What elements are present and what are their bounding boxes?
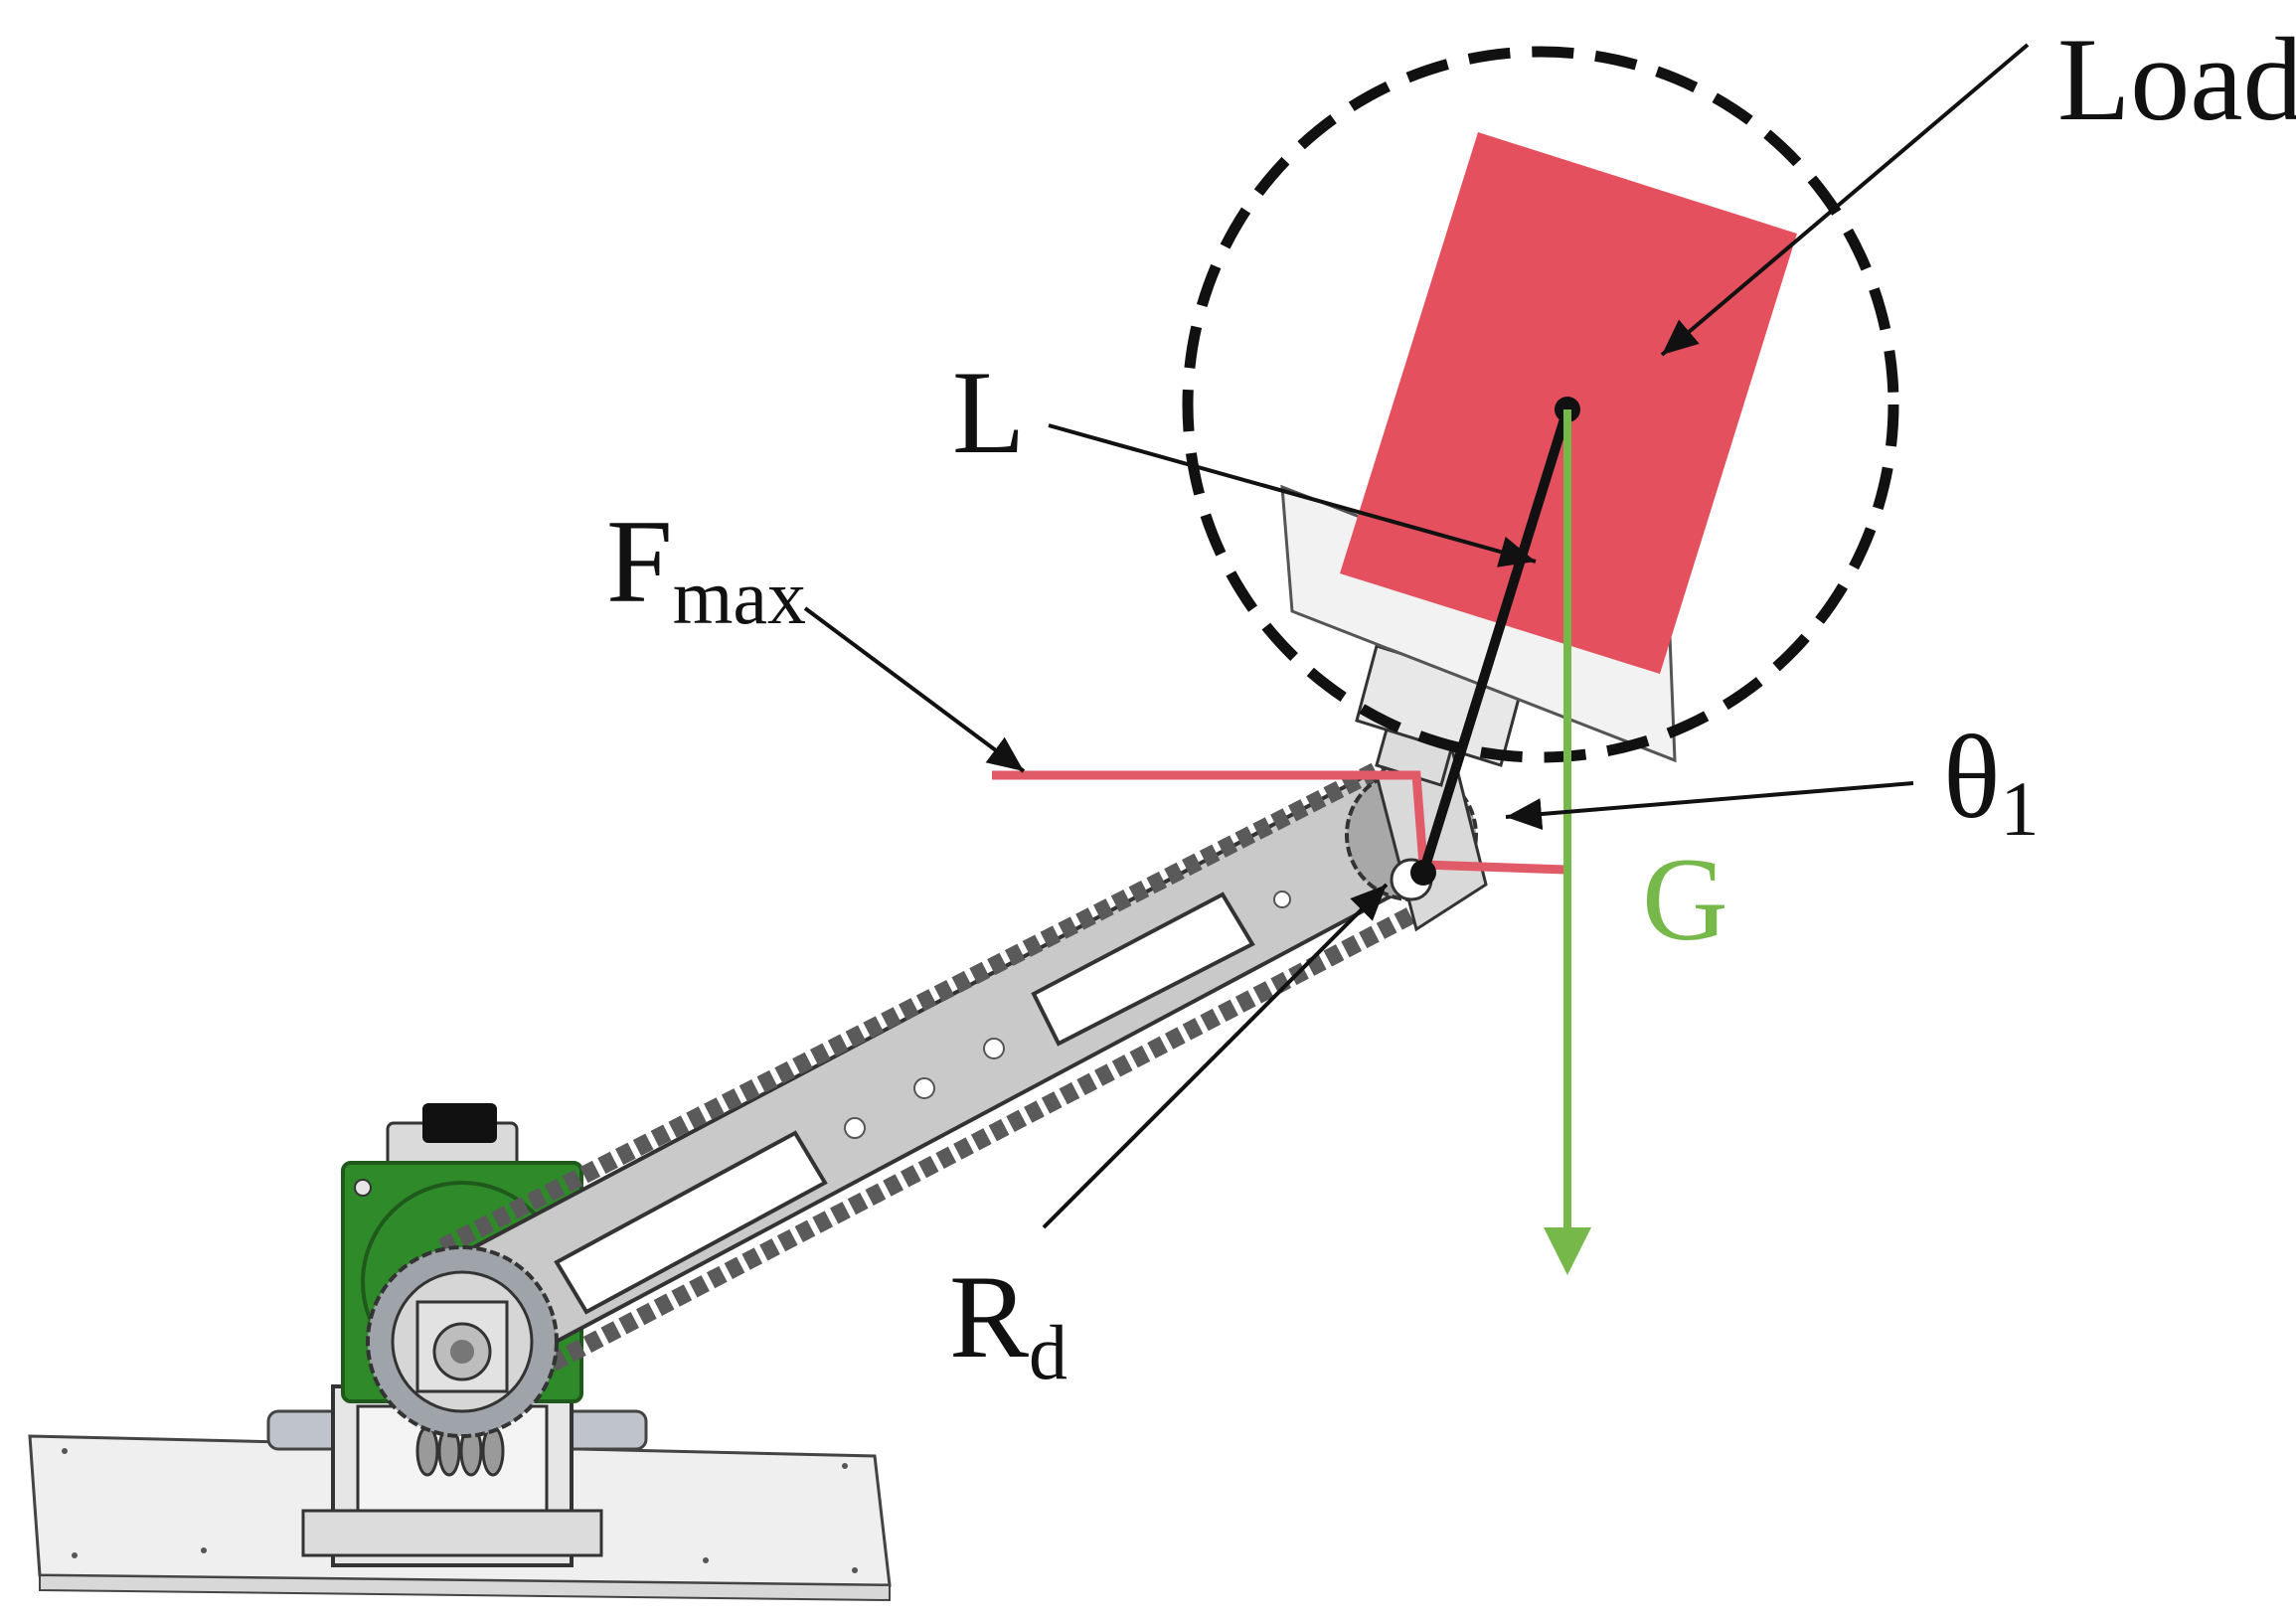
- radius-leader: [1042, 883, 1389, 1229]
- drive-chain: [437, 756, 1446, 1389]
- load-leader: [1660, 43, 2030, 357]
- link-line: [1418, 407, 1572, 875]
- gravity-label: G: [1642, 833, 1728, 965]
- force-label-sub: max: [673, 554, 806, 640]
- theta-label: θ1: [1943, 711, 2039, 852]
- joint-center-point: [1410, 860, 1436, 886]
- length-leader: [1048, 423, 1537, 567]
- load-label: Load: [2057, 13, 2296, 145]
- radius-label-main: R: [949, 1250, 1029, 1382]
- force-line: [992, 770, 1566, 875]
- force-label-main: F: [606, 495, 673, 627]
- length-label: L: [952, 346, 1025, 478]
- arm-link: [414, 772, 1434, 1389]
- force-label: Fmax: [606, 495, 806, 640]
- theta-label-sub: 1: [2000, 765, 2039, 852]
- radius-label-sub: d: [1029, 1309, 1067, 1395]
- radius-label: Rd: [949, 1250, 1067, 1395]
- lower-sprocket: [366, 1245, 559, 1438]
- load-boundary-circle: [1182, 46, 1899, 763]
- theta-label-main: θ: [1943, 711, 2000, 843]
- theta-leader: [1505, 781, 1914, 830]
- force-leader: [803, 606, 1026, 773]
